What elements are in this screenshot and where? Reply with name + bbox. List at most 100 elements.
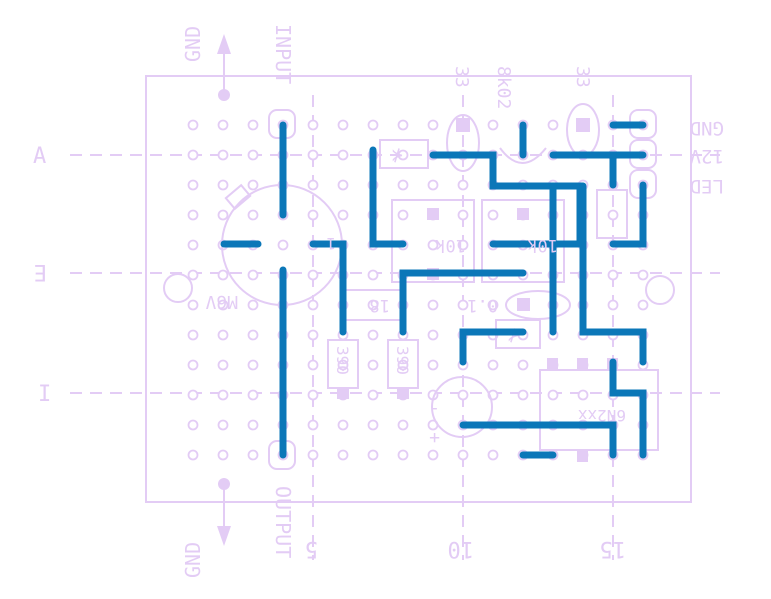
- board-hole: [637, 269, 649, 281]
- gnd-bottom-label: GND: [181, 542, 205, 578]
- board-hole: [307, 359, 319, 371]
- board-hole: [247, 209, 259, 221]
- board-hole: [337, 149, 349, 161]
- board-hole: [367, 329, 379, 341]
- row-label-a: A: [33, 144, 46, 169]
- board-hole: [337, 359, 349, 371]
- row-label-e: E: [34, 259, 47, 284]
- connector-led-label: LED: [690, 175, 724, 197]
- board-hole: [217, 449, 229, 461]
- gnd-bottom-arrow: [217, 478, 231, 546]
- board-hole: [427, 119, 439, 131]
- board-hole: [427, 449, 439, 461]
- board-hole: [427, 359, 439, 371]
- board-hole: [187, 239, 199, 251]
- board-hole: [217, 359, 229, 371]
- board-hole: [547, 389, 559, 401]
- board-hole: [217, 269, 229, 281]
- labels: A E I 5 10 15 GND GND INPUT OUTPUT 33 33…: [33, 24, 724, 578]
- board-hole: [457, 299, 469, 311]
- board-hole: [187, 329, 199, 341]
- board-hole: [247, 299, 259, 311]
- board-hole: [487, 359, 499, 371]
- board-hole: [247, 119, 259, 131]
- board-hole: [607, 209, 619, 221]
- board-hole: [247, 329, 259, 341]
- input-label: INPUT: [271, 24, 295, 84]
- board-hole: [457, 179, 469, 191]
- board-hole: [367, 449, 379, 461]
- board-hole: [307, 419, 319, 431]
- board-hole: [547, 119, 559, 131]
- board-hole: [247, 179, 259, 191]
- ic-label: 6N2xx: [577, 406, 626, 425]
- board-hole: [487, 299, 499, 311]
- board-hole: [457, 449, 469, 461]
- board-hole: [397, 419, 409, 431]
- pot-pin-label: 1: [326, 234, 336, 253]
- diode-top: [379, 139, 429, 169]
- resistor-390-right-label: 390: [393, 346, 412, 375]
- board-hole: [307, 179, 319, 191]
- diode-right: [596, 189, 628, 239]
- board-hole: [517, 389, 529, 401]
- resistor-18-label: 18: [370, 295, 390, 315]
- svg-text:⊁: ⊁: [392, 145, 403, 166]
- board-hole: [397, 449, 409, 461]
- board-hole: [187, 269, 199, 281]
- board-hole: [337, 209, 349, 221]
- board-hole: [307, 329, 319, 341]
- board-hole: [607, 299, 619, 311]
- board-hole: [427, 329, 439, 341]
- capacitor-33-left: [446, 114, 480, 172]
- board-hole: [187, 209, 199, 221]
- pot-value-label: M6V: [205, 291, 238, 312]
- board-hole: [397, 119, 409, 131]
- board-hole: [337, 419, 349, 431]
- row-label-i: I: [38, 382, 51, 407]
- board-hole: [307, 299, 319, 311]
- board-hole: [307, 389, 319, 401]
- board-hole: [307, 119, 319, 131]
- ic-package: [539, 369, 659, 451]
- board-hole: [307, 209, 319, 221]
- board-hole: [337, 119, 349, 131]
- board-hole: [577, 389, 589, 401]
- board-hole: [367, 419, 379, 431]
- board-hole: [217, 329, 229, 341]
- board-hole: [397, 179, 409, 191]
- output-label: OUTPUT: [271, 486, 295, 558]
- board-hole: [367, 269, 379, 281]
- board-hole: [217, 389, 229, 401]
- polarity-plus-label: +: [429, 427, 440, 448]
- pot-tab: [224, 183, 252, 211]
- board-hole: [247, 449, 259, 461]
- board-hole: [487, 449, 499, 461]
- board-hole: [337, 449, 349, 461]
- col-label-5: 5: [305, 536, 318, 561]
- board-hole: [187, 419, 199, 431]
- board-hole: [217, 149, 229, 161]
- board-hole: [187, 149, 199, 161]
- board-hole: [217, 209, 229, 221]
- col-label-15: 15: [600, 536, 627, 561]
- connector-12v-label: 12V: [690, 145, 724, 167]
- board-hole: [487, 209, 499, 221]
- board-hole: [397, 149, 409, 161]
- board-hole: [427, 299, 439, 311]
- gnd-top-label: GND: [181, 26, 205, 62]
- board-hole: [457, 239, 469, 251]
- board-hole: [397, 209, 409, 221]
- mounting-hole-right: [645, 275, 675, 305]
- board-hole: [277, 239, 289, 251]
- board-hole: [307, 269, 319, 281]
- board-hole: [337, 179, 349, 191]
- board-hole: [427, 179, 439, 191]
- capacitor-01-label: 0.1: [467, 295, 498, 315]
- cap33-left-label: 33: [451, 66, 472, 88]
- board-hole: [307, 149, 319, 161]
- board-hole: [457, 389, 469, 401]
- board-hole: [367, 359, 379, 371]
- board-hole: [217, 119, 229, 131]
- board-hole: [217, 179, 229, 191]
